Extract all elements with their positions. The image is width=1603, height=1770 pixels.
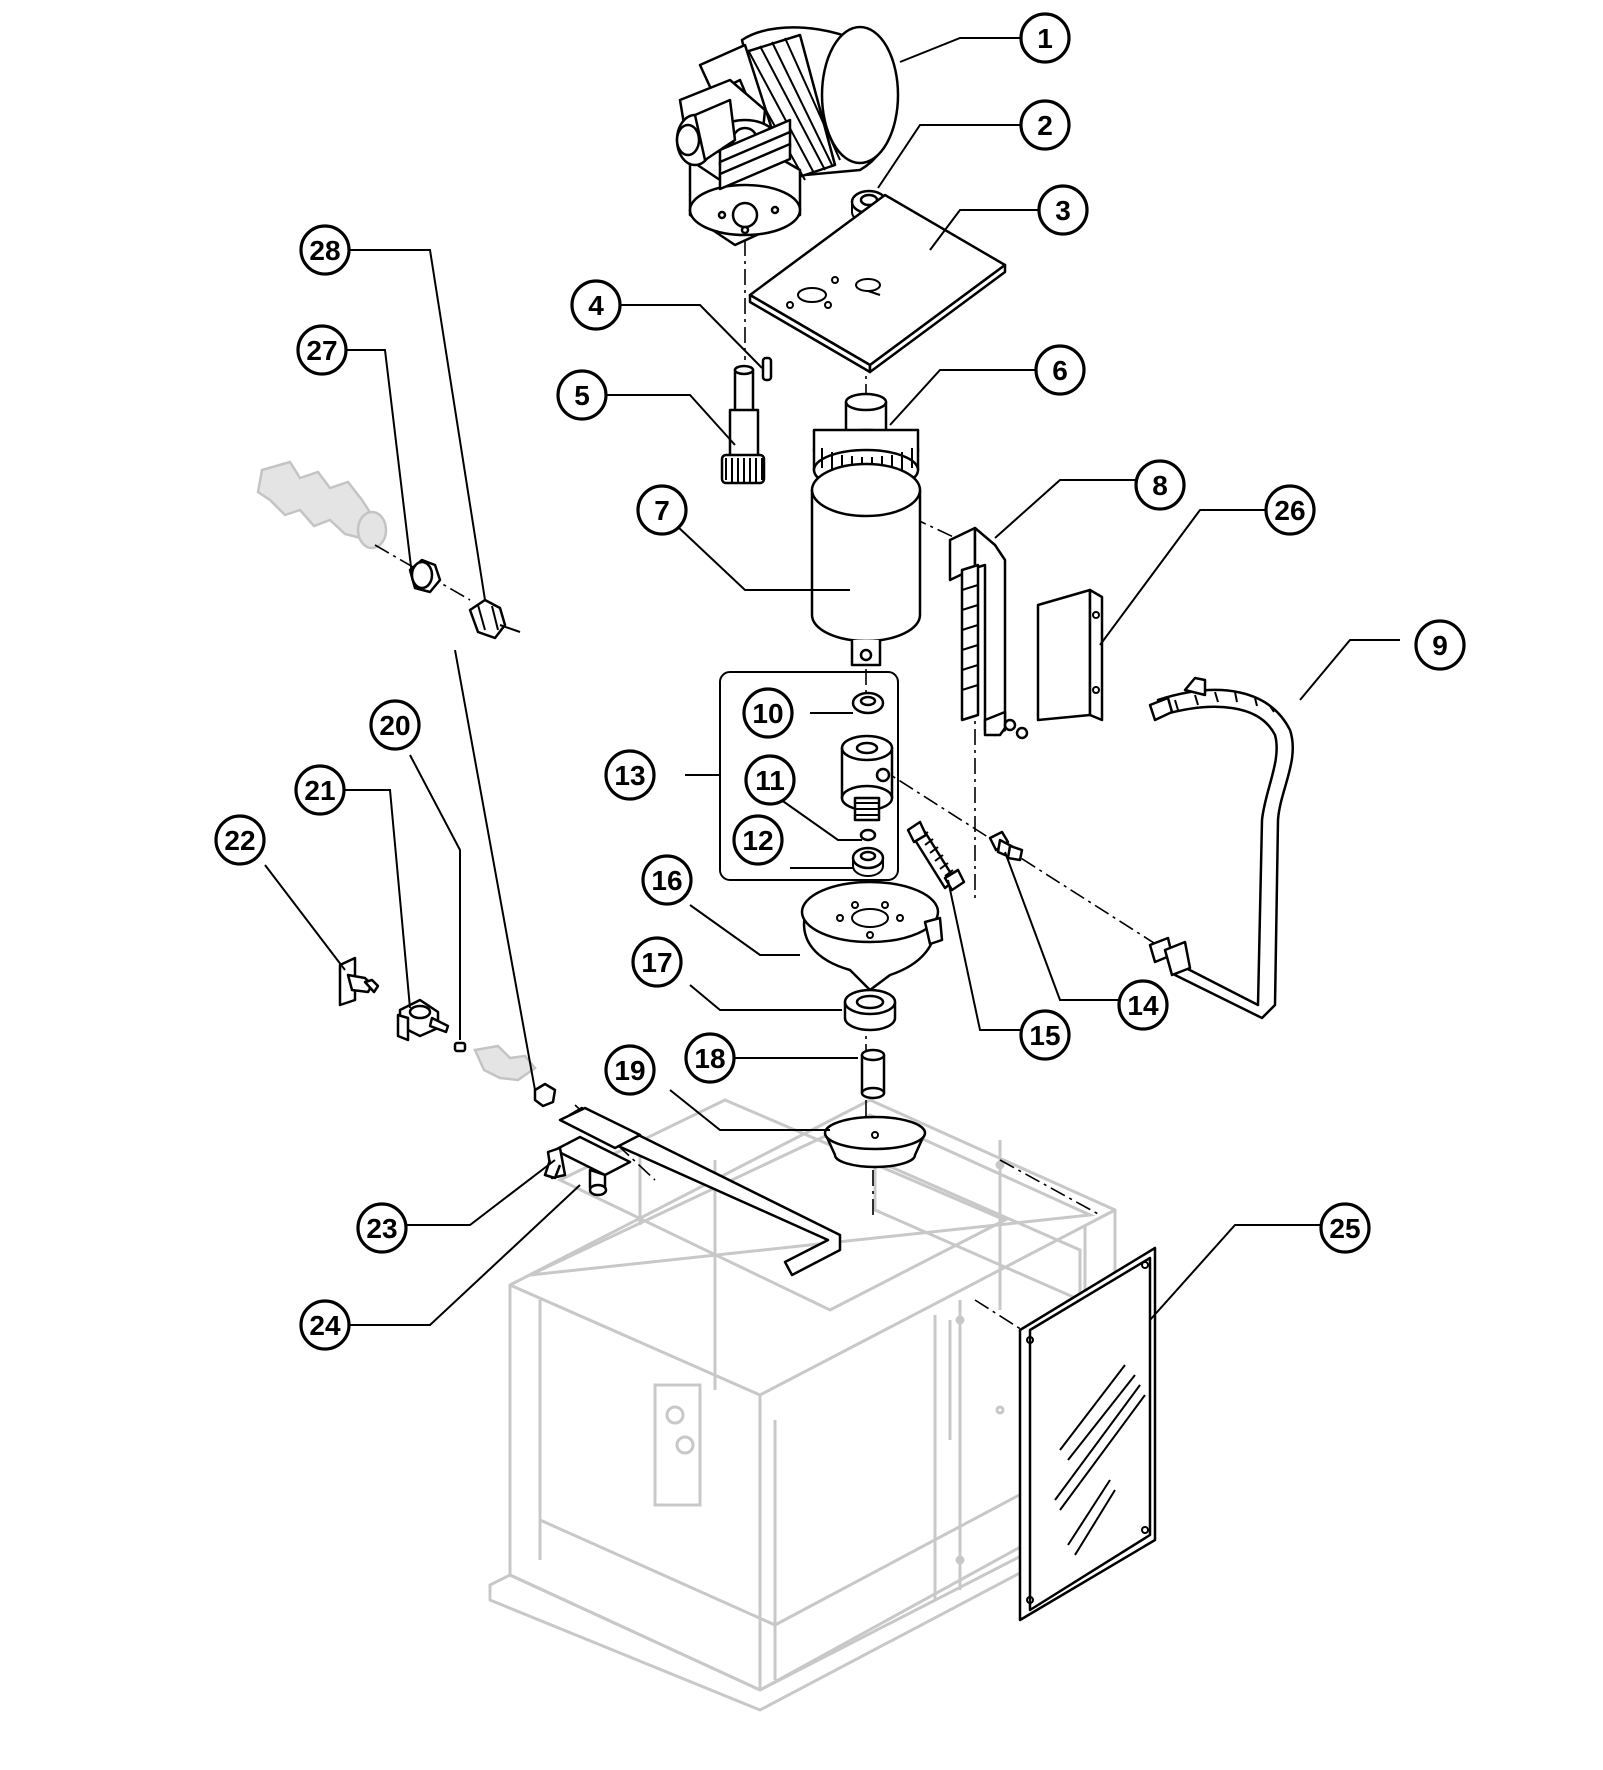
svg-text:1: 1: [1037, 23, 1053, 54]
svg-text:8: 8: [1152, 470, 1168, 501]
rack-bracket: [948, 526, 1029, 740]
o-ring: [859, 828, 877, 842]
callout-7: 7: [636, 484, 688, 536]
callout-28: 28: [299, 224, 351, 276]
spacer-sleeve: [860, 1048, 886, 1100]
leader-lines: [264, 37, 1400, 1326]
callout-12: 12: [732, 814, 784, 866]
svg-text:2: 2: [1037, 110, 1053, 141]
glass-panel: [1018, 1246, 1157, 1622]
lock-ring: [843, 988, 897, 1032]
compression-nut: [468, 598, 521, 640]
svg-text:5: 5: [574, 380, 590, 411]
callout-4: 4: [570, 279, 622, 331]
callout-21: 21: [294, 764, 346, 816]
callout-1: 1: [1019, 12, 1071, 64]
svg-text:20: 20: [379, 710, 410, 741]
svg-text:28: 28: [309, 235, 340, 266]
callout-27: 27: [296, 324, 348, 376]
callout-2: 2: [1019, 99, 1071, 151]
small-nut: [453, 1041, 467, 1053]
threaded-stud: [906, 820, 966, 892]
svg-text:10: 10: [752, 698, 783, 729]
svg-text:22: 22: [224, 825, 255, 856]
callout-5: 5: [556, 369, 608, 421]
bearing-upper: [851, 691, 885, 715]
collector-dish: [800, 880, 944, 992]
callout-8: 8: [1134, 459, 1186, 511]
callout-16: 16: [641, 854, 693, 906]
svg-text:6: 6: [1052, 355, 1068, 386]
svg-text:18: 18: [694, 1043, 725, 1074]
callout-17: 17: [631, 936, 683, 988]
svg-text:24: 24: [309, 1310, 341, 1341]
side-plate: [1036, 588, 1104, 722]
tee-fitting: [543, 1106, 642, 1197]
svg-text:7: 7: [654, 495, 670, 526]
shaft-key: [761, 356, 773, 382]
callout-3: 3: [1037, 184, 1089, 236]
drive-shaft: [720, 364, 766, 485]
callout-25: 25: [1319, 1202, 1371, 1254]
svg-text:17: 17: [641, 947, 672, 978]
ball-valve: [396, 998, 450, 1042]
callout-18: 18: [684, 1032, 736, 1084]
callout-11: 11: [744, 754, 796, 806]
svg-text:26: 26: [1274, 495, 1305, 526]
callout-15: 15: [1019, 1009, 1071, 1061]
curved-arm: [1148, 676, 1295, 1020]
bearing-lower: [851, 846, 885, 877]
callout-24: 24: [299, 1299, 351, 1351]
svg-text:16: 16: [651, 865, 682, 896]
callout-20: 20: [369, 699, 421, 751]
svg-text:4: 4: [588, 290, 604, 321]
svg-text:13: 13: [614, 760, 645, 791]
callout-22: 22: [214, 814, 266, 866]
svg-text:11: 11: [755, 765, 785, 796]
callout-26: 26: [1264, 484, 1316, 536]
callout-6: 6: [1034, 344, 1086, 396]
callout-19: 19: [604, 1044, 656, 1096]
svg-text:3: 3: [1055, 195, 1071, 226]
svg-text:12: 12: [742, 825, 773, 856]
callout-14: 14: [1117, 979, 1169, 1031]
svg-text:27: 27: [306, 335, 337, 366]
lower-fitting-nut: [533, 1082, 557, 1108]
svg-text:19: 19: [614, 1055, 645, 1086]
svg-text:15: 15: [1029, 1020, 1060, 1051]
svg-text:9: 9: [1432, 630, 1448, 661]
cylinder-drum: [810, 462, 922, 667]
gear-motor: [675, 25, 900, 247]
mounting-tab: [338, 956, 380, 1007]
svg-text:25: 25: [1329, 1213, 1360, 1244]
callout-10: 10: [742, 687, 794, 739]
mounting-plate: [748, 193, 1007, 374]
callout-23: 23: [356, 1202, 408, 1254]
svg-text:14: 14: [1127, 990, 1159, 1021]
hose-nut: [408, 558, 442, 594]
callout-9: 9: [1414, 619, 1466, 671]
callout-13: 13: [604, 749, 656, 801]
bearing-housing: [840, 734, 894, 822]
callouts: 1 2 3 4 5 6 7 8 9 10 11 12 13 14 15 16 1…: [214, 12, 1466, 1351]
base-cup: [823, 1115, 927, 1169]
grease-fitting: [988, 830, 1024, 862]
svg-text:21: 21: [304, 775, 335, 806]
ghost-hose-barb-lower: [473, 1044, 537, 1082]
svg-text:23: 23: [366, 1213, 397, 1244]
ghost-hose-barb-upper: [256, 460, 388, 550]
